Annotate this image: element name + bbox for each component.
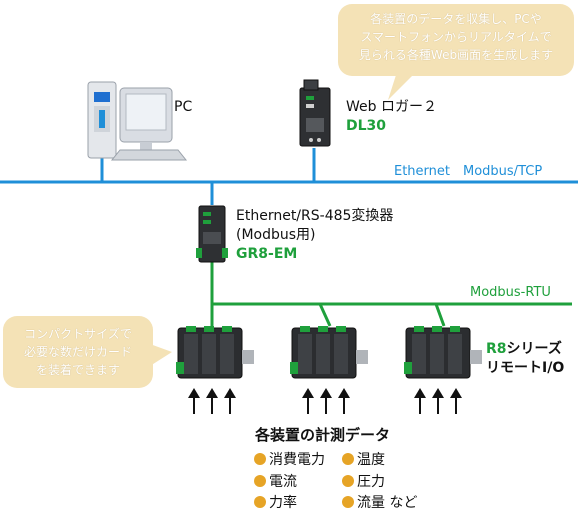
converter-label: Ethernet/RS-485変換器 — [236, 208, 394, 224]
measurement-text: 温度 — [357, 452, 385, 468]
top-callout-line: スマートフォンからリアルタイムで — [360, 30, 552, 44]
remote-io-module-3 — [404, 326, 482, 379]
rtu-network-label: Modbus-RTU — [470, 285, 551, 300]
top-callout-pointer — [388, 75, 413, 100]
remote-io-module-1 — [176, 326, 254, 379]
left-callout: コンパクトサイズで 必要な数だけカード を装着できます — [3, 316, 153, 388]
remote-io-label: R8シリーズ — [486, 340, 562, 358]
logger-label: Web ロガー２ — [346, 99, 437, 115]
logger-model: DL30 — [346, 118, 387, 134]
measurement-text: 圧力 — [357, 474, 385, 490]
web-logger-icon — [299, 79, 331, 147]
measurement-item: 消費電力 — [254, 449, 325, 469]
left-callout-pointer — [150, 344, 172, 366]
measurement-item: 電流 — [254, 471, 297, 491]
measurement-item: 力率 — [254, 492, 297, 512]
measurements-title: 各装置の計測データ — [255, 426, 391, 444]
remote-io-series-suffix: シリーズ — [506, 341, 562, 357]
bullet-icon — [342, 496, 354, 508]
measurement-text: 力率 — [269, 495, 297, 511]
left-callout-line: コンパクトサイズで — [24, 327, 132, 341]
rtu-drop-3 — [434, 303, 446, 327]
converter-icon — [196, 205, 228, 263]
bullet-icon — [254, 475, 266, 487]
top-callout: 各装置のデータを収集し、PCや スマートフォンからリアルタイムで 見られる各種W… — [338, 4, 574, 76]
converter-model: GR8-EM — [236, 246, 298, 262]
remote-io-module-2 — [290, 326, 368, 379]
measurement-item: 温度 — [342, 449, 385, 469]
remote-io-label-2: リモートI/O — [486, 360, 565, 376]
top-callout-line: 各装置のデータを収集し、PCや — [370, 12, 542, 26]
pc-icon — [87, 81, 188, 161]
pc-label: PC — [174, 99, 193, 115]
rtu-drop-2 — [318, 303, 332, 327]
measurement-item: 圧力 — [342, 471, 385, 491]
measurement-text: 流量 など — [357, 495, 418, 511]
top-callout-line: 見られる各種Web画面を生成します — [358, 48, 554, 62]
measurement-item: 流量 など — [342, 492, 417, 512]
measurement-text: 電流 — [269, 474, 297, 490]
left-callout-line: 必要な数だけカード — [23, 345, 132, 359]
converter-sub-label: (Modbus用) — [236, 227, 316, 243]
measurement-text: 消費電力 — [269, 452, 325, 468]
remote-io-series-prefix: R8 — [486, 341, 507, 357]
ethernet-network-label: Ethernet Modbus/TCP — [394, 164, 543, 179]
left-callout-line: を装着できます — [35, 363, 120, 377]
bullet-icon — [342, 453, 354, 465]
bullet-icon — [254, 496, 266, 508]
bullet-icon — [342, 475, 354, 487]
input-arrows — [188, 388, 462, 414]
bullet-icon — [254, 453, 266, 465]
